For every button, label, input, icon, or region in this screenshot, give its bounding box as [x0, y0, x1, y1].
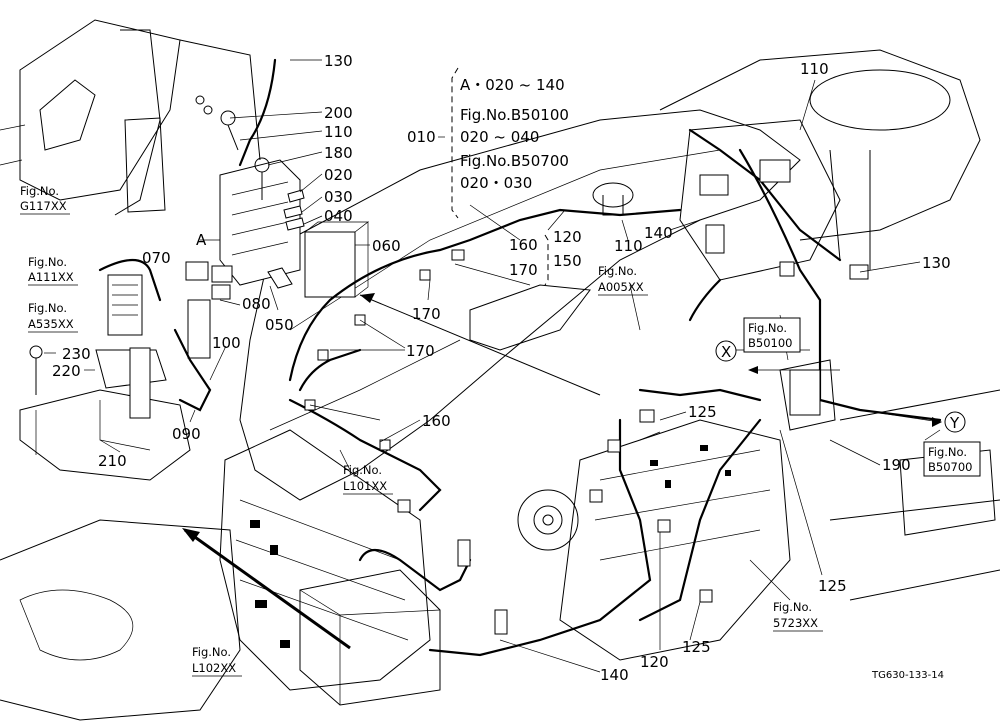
callout-130: 130	[324, 52, 353, 70]
callout-125-right: 125	[818, 577, 847, 595]
callout-140-mid: 140	[644, 224, 673, 242]
direction-arrows	[182, 293, 942, 650]
callout-040: 040	[324, 207, 353, 225]
callout-170-low: 170	[406, 342, 435, 360]
group-010-line1: A・020 ~ 140	[460, 76, 565, 94]
callout-110-mid: 110	[614, 237, 643, 255]
callout-170-mid: 170	[412, 305, 441, 323]
mark-y: Y	[944, 411, 966, 433]
fig-ref-a005: Fig.No. A005XX	[598, 264, 648, 296]
svg-text:G117XX: G117XX	[20, 199, 67, 213]
group-010-bracket	[451, 67, 459, 219]
svg-text:A111XX: A111XX	[28, 270, 74, 284]
leader-lines	[44, 59, 941, 673]
fuse-box-assembly	[185, 159, 370, 300]
group-010-line2: Fig.No.B50100	[460, 106, 569, 124]
callout-070: 070	[142, 249, 171, 267]
callout-050: 050	[265, 316, 294, 334]
svg-text:L101XX: L101XX	[343, 479, 387, 493]
svg-text:Fig.No.: Fig.No.	[748, 321, 787, 335]
callout-020: 020	[324, 166, 353, 184]
group-010-list: A・020 ~ 140 Fig.No.B50100 020 ~ 040 Fig.…	[460, 76, 569, 192]
callout-030: 030	[324, 188, 353, 206]
callout-190: 190	[882, 456, 911, 474]
svg-text:B50700: B50700	[928, 460, 972, 474]
svg-text:Fig.No.: Fig.No.	[928, 445, 967, 459]
callout-130-right: 130	[922, 254, 951, 272]
svg-text:Fig.No.: Fig.No.	[343, 463, 382, 477]
group-010-line5: 020・030	[460, 174, 532, 192]
svg-text:Fig.No.: Fig.No.	[598, 264, 637, 278]
mark-a: A	[196, 231, 207, 249]
callout-200: 200	[324, 104, 353, 122]
fig-ref-a111: Fig.No. A111XX	[28, 255, 78, 286]
callout-100: 100	[212, 334, 241, 352]
svg-text:X: X	[721, 343, 731, 361]
svg-text:Y: Y	[949, 414, 960, 432]
svg-text:Fig.No.: Fig.No.	[28, 301, 67, 315]
fig-ref-l102: Fig.No. L102XX	[192, 645, 242, 677]
fig-ref-a535: Fig.No. A535XX	[28, 301, 78, 333]
callout-180: 180	[324, 144, 353, 162]
fig-ref-b50100: Fig.No. B50100	[743, 317, 801, 353]
callout-labels: 130 200 110 180 020 030 040 060 A 070 08…	[52, 52, 951, 684]
callout-125-mid: 125	[688, 403, 717, 421]
svg-text:A005XX: A005XX	[598, 280, 644, 294]
callout-140-low: 140	[600, 666, 629, 684]
callout-170-top: 170	[509, 261, 538, 279]
svg-text:A535XX: A535XX	[28, 317, 74, 331]
mark-x: X	[715, 340, 737, 362]
callout-110-right: 110	[800, 60, 829, 78]
fig-ref-5723: Fig.No. 5723XX	[773, 600, 823, 632]
relay-and-bracket	[19, 258, 212, 481]
svg-text:B50100: B50100	[748, 336, 792, 350]
callout-120-low: 120	[640, 653, 669, 671]
callout-160-top: 160	[509, 236, 538, 254]
shadow-patches	[250, 445, 731, 648]
svg-text:Fig.No.: Fig.No.	[28, 255, 67, 269]
fig-ref-g117: Fig.No. G117XX	[20, 184, 70, 215]
callout-210: 210	[98, 452, 127, 470]
callout-090: 090	[172, 425, 201, 443]
callout-230: 230	[62, 345, 91, 363]
callout-120-top: 120	[553, 228, 582, 246]
callout-080: 080	[242, 295, 271, 313]
svg-text:Fig.No.: Fig.No.	[20, 184, 59, 198]
fig-ref-l101: Fig.No. L101XX	[343, 463, 393, 495]
svg-text:Fig.No.: Fig.No.	[773, 600, 812, 614]
group-010-line3: 020 ~ 040	[460, 128, 539, 146]
fig-ref-b50700: Fig.No. B50700	[923, 441, 981, 477]
svg-text:L102XX: L102XX	[192, 661, 236, 675]
drawing-code: TG630-133-14	[871, 670, 944, 681]
callout-110: 110	[324, 123, 353, 141]
callout-010: 010	[407, 128, 436, 146]
callout-150: 150	[553, 252, 582, 270]
group-160-170-bracket	[544, 234, 549, 286]
svg-text:Fig.No.: Fig.No.	[192, 645, 231, 659]
callout-125-low: 125	[682, 638, 711, 656]
svg-text:5723XX: 5723XX	[773, 616, 818, 630]
main-harness	[238, 58, 942, 657]
callout-060: 060	[372, 237, 401, 255]
group-010-line4: Fig.No.B50700	[460, 152, 569, 170]
callout-160-low: 160	[422, 412, 451, 430]
callout-220: 220	[52, 362, 81, 380]
